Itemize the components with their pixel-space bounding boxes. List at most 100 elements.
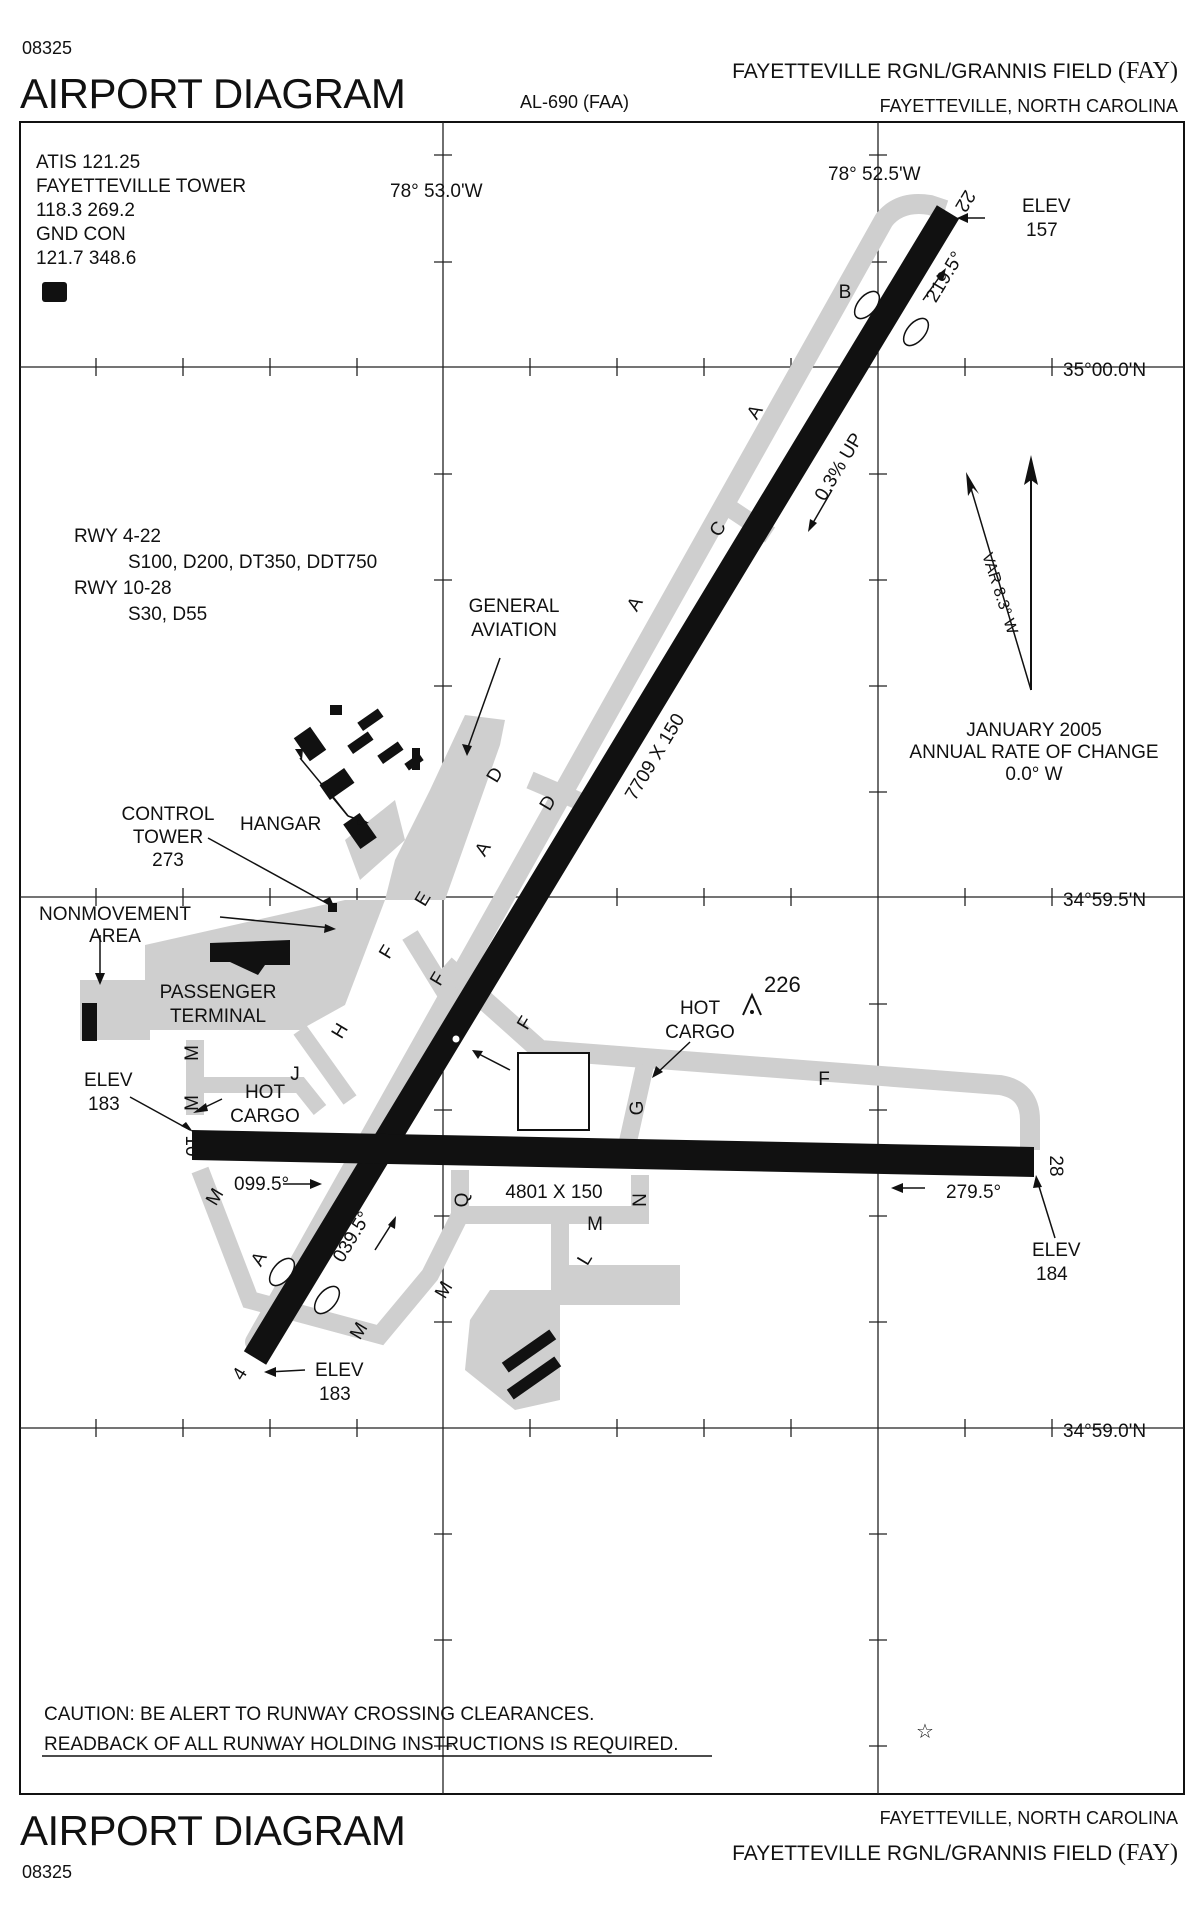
- airport-name-top: FAYETTEVILLE RGNL/GRANNIS FIELD (FAY): [732, 58, 1178, 85]
- rwy-4-elev-label: ELEV: [315, 1360, 364, 1381]
- elev-10-leader: [129, 1096, 191, 1131]
- hotspot-a-south: [268, 1257, 296, 1287]
- building-ga-2: [330, 705, 342, 715]
- terminal-line-2: TERMINAL: [170, 1006, 266, 1027]
- caution-line-1: CAUTION: BE ALERT TO RUNWAY CROSSING CLE…: [44, 1704, 594, 1725]
- hot-cargo-east-line-2: CARGO: [665, 1022, 735, 1043]
- airport-id: (FAY): [1117, 1840, 1178, 1866]
- taxiway-h: [293, 1025, 357, 1105]
- tower-leader: [207, 837, 331, 906]
- buildings: [82, 705, 562, 1400]
- rwy-4-22-label: RWY 4-22: [74, 526, 161, 547]
- tower-apron: [345, 800, 405, 880]
- rwy-22-elev-value: 157: [1026, 220, 1058, 241]
- rwy-10-28-label: RWY 10-28: [74, 578, 172, 599]
- rwy-10-number: 10: [181, 1135, 202, 1156]
- rwy-28-number: 28: [1045, 1155, 1066, 1176]
- taxiway-q-n: [451, 1170, 649, 1224]
- lat-lon-grid: [20, 122, 1184, 1794]
- chart-code-bottom: 08325: [22, 1862, 73, 1882]
- rwy-28-elev-value: 184: [1036, 1264, 1068, 1285]
- rwy-4-22-strength: S100, D200, DT350, DDT750: [128, 552, 377, 573]
- field-elev-leader: [474, 1051, 511, 1071]
- variation-date: JANUARY 2005: [966, 720, 1102, 741]
- longitude-label-78-52-5: 78° 52.5'W: [828, 164, 921, 185]
- terminal-apron-west: [80, 980, 150, 1040]
- variation-rate: 0.0° W: [1005, 764, 1062, 785]
- taxiway-label-n-1: N: [630, 1193, 651, 1207]
- caution-line-2: READBACK OF ALL RUNWAY HOLDING INSTRUCTI…: [44, 1734, 679, 1755]
- latitude-label-35-00-0: 35°00.0'N: [1063, 360, 1146, 381]
- rwy-22-elev-label: ELEV: [1022, 196, 1071, 217]
- variation-rate-label: ANNUAL RATE OF CHANGE: [909, 742, 1158, 763]
- general-aviation-line-2: AVIATION: [471, 620, 557, 641]
- control-tower-line-1: CONTROL: [122, 804, 215, 825]
- cargo-building-2: [506, 1356, 562, 1400]
- latitude-label-34-59-0: 34°59.0'N: [1063, 1421, 1146, 1442]
- hot-cargo-east-line-1: HOT: [680, 998, 721, 1019]
- frequency-line-3: GND CON: [36, 224, 126, 245]
- airport-name: FAYETTEVILLE RGNL/GRANNIS FIELD: [732, 1842, 1113, 1865]
- ga-apron: [385, 715, 505, 900]
- hot-cargo-west-line-2: CARGO: [230, 1106, 300, 1127]
- taxiway-j: [195, 1077, 327, 1115]
- field-elev-box: [517, 1052, 590, 1131]
- building-ga-4: [347, 731, 374, 754]
- title-top: AIRPORT DIAGRAM: [20, 70, 406, 117]
- taxiway-label-q-1: Q: [452, 1193, 473, 1208]
- passenger-terminal: [210, 940, 290, 975]
- control-tower: [328, 903, 337, 912]
- d-badge-box: [42, 282, 67, 302]
- taxiway-label-f-4: F: [818, 1069, 830, 1090]
- variation-label: VAR 8.3° W: [978, 551, 1021, 637]
- building-ga-7: [412, 748, 420, 770]
- rwy-10-heading: 099.5°: [234, 1174, 289, 1195]
- arrowheads: [95, 213, 1042, 1377]
- taxiway-label-k-1: M: [182, 1045, 203, 1061]
- taxiway-label-j-1: J: [290, 1064, 300, 1085]
- frequency-line-1: FAYETTEVILLE TOWER: [36, 176, 246, 197]
- terminal-west-building: [82, 1003, 97, 1041]
- frequency-line-2: 118.3 269.2: [36, 200, 135, 221]
- general-aviation-leader: [466, 657, 501, 751]
- control-tower-line-2: TOWER: [133, 827, 203, 848]
- rwy-4-elev-value: 183: [319, 1384, 351, 1405]
- hangar-leader-2: [329, 792, 349, 817]
- nonmovement-leader: [219, 916, 333, 929]
- hot-cargo-west-line-1: HOT: [245, 1082, 286, 1103]
- taxiway-f-west: [402, 930, 458, 1005]
- cargo-building-1: [501, 1329, 557, 1373]
- building-ga-5: [377, 741, 404, 764]
- taxiway-label-m-1: M: [587, 1214, 603, 1235]
- frequency-line-4: 121.7 348.6: [36, 248, 136, 269]
- taxiway-label-a-2: A: [623, 593, 648, 615]
- obstacle-elevation: 226: [764, 972, 801, 997]
- field-elev-point: [452, 1035, 460, 1043]
- airport-id: (FAY): [1117, 58, 1178, 84]
- building-ga-1: [293, 726, 327, 762]
- city-state-top: FAYETTEVILLE, NORTH CAROLINA: [879, 96, 1178, 116]
- hotspot-b-east: [902, 317, 930, 347]
- rwy-22-number: 22: [950, 186, 979, 215]
- hot-cargo-east-leader: [654, 1041, 691, 1076]
- title-bottom: AIRPORT DIAGRAM: [20, 1807, 406, 1854]
- taxiway-label-k-2: M: [182, 1095, 203, 1111]
- rwy-28-heading: 279.5°: [946, 1182, 1001, 1203]
- obstacle-dot: [750, 1010, 754, 1014]
- obstacle-symbol: [742, 992, 762, 1016]
- taxiway-label-h-1: H: [328, 1020, 353, 1043]
- hotspot-m-south: [313, 1285, 341, 1315]
- hangar-label: HANGAR: [240, 814, 321, 835]
- taxiway-label-f-1: F: [375, 942, 399, 963]
- nonmovement-line-2: AREA: [89, 926, 141, 947]
- taxiway-b-end: [876, 194, 949, 227]
- taxiway-label-b-1: B: [839, 282, 852, 303]
- taxiway-label-g-1: G: [627, 1101, 648, 1116]
- taxiway-f: [438, 957, 1040, 1150]
- mag-north-line: [969, 484, 1032, 691]
- control-tower-elev: 273: [152, 850, 184, 871]
- general-aviation-line-1: GENERAL: [469, 596, 560, 617]
- taxiway-label-a-3: A: [471, 838, 496, 860]
- rwy-4-number: 4: [229, 1364, 253, 1384]
